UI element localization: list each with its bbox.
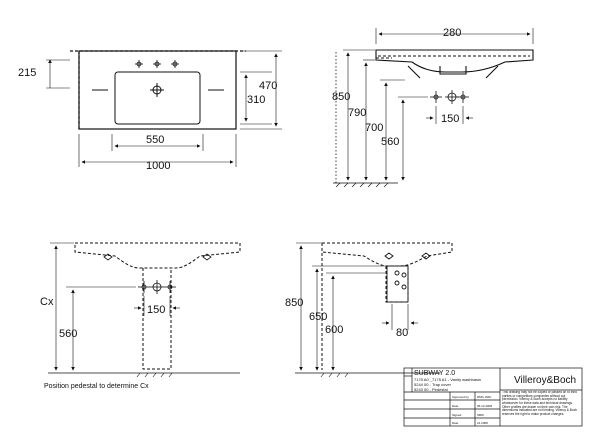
basin-outline-front: [74, 242, 241, 269]
drain-symbol: [150, 83, 164, 97]
row-value-date-2: 21.2008: [477, 421, 488, 425]
pedestal-outline-front: [142, 268, 172, 370]
tap-marks-front: [103, 253, 212, 261]
dim-sp-height-850: 850: [285, 297, 303, 309]
product-name: SUBWAY 2.0: [414, 370, 455, 377]
dim-waste-spacing: 150: [441, 113, 459, 125]
basin-outline-top: [70, 50, 246, 130]
row-value-approved: RMG WAF: [477, 395, 492, 399]
row-label-approved: Approved by: [452, 395, 469, 399]
row-value-date: 05.12.2008: [477, 404, 492, 408]
wall-line-side: [333, 50, 398, 184]
dimension-lines-top: [46, 50, 282, 167]
dimension-lines-front: [50, 242, 180, 371]
dim-sp-height-600: 600: [325, 324, 343, 336]
dim-width: 1000: [146, 160, 170, 172]
side-view: 280 850 790 700 560 150: [332, 27, 534, 188]
basin-profile-side: [375, 49, 534, 79]
title-block: SUBWAY 2.0 7175 A0 _7175 A1 - Vanity was…: [403, 367, 583, 427]
dim-depth: 470: [259, 80, 277, 92]
floor-hatch-front: [136, 372, 173, 378]
dim-height-700: 700: [365, 122, 383, 134]
dim-overhang: 280: [443, 27, 461, 39]
row-value-signed: SBW: [477, 413, 484, 417]
dimension-lines-side: [343, 28, 534, 181]
title-block-frame: [403, 367, 583, 427]
front-pedestal-view: Cx 560 150 Position pedestal to determin…: [40, 242, 241, 390]
dim-bowl-depth: 310: [247, 94, 265, 106]
disclaimer-text: This drawing may not be copied or passed…: [502, 391, 578, 417]
dim-height-790: 790: [348, 107, 366, 119]
brand-name: Villeroy&Boch: [514, 375, 576, 386]
pedestal-note: Position pedestal to determine Cx: [44, 383, 149, 390]
dim-trap-width: 80: [396, 327, 408, 339]
basin-outline-side-pedestal: [321, 242, 453, 370]
dim-sp-height-650: 650: [309, 311, 327, 323]
trap-outline-side: [384, 252, 431, 303]
bowl-recess: [92, 71, 224, 125]
dimension-lines-side-pedestal: [296, 242, 418, 371]
tap-holes: [135, 60, 179, 68]
product-line-2: 5244 00 - Trap cover: [414, 382, 452, 387]
floor-hatch-side-pedestal: [320, 372, 349, 378]
dim-tap-offset: 215: [18, 67, 36, 79]
dim-height-560: 560: [381, 136, 399, 148]
row-label-signed: Signed: [452, 413, 462, 417]
top-view: 215 470 310 550 1000: [18, 50, 282, 172]
dim-height-850: 850: [332, 91, 350, 103]
side-pedestal-view: 850 650 600 80: [285, 242, 453, 378]
dim-cx: Cx: [40, 296, 54, 308]
product-line-1: 7175 A0 _7175 A1 - Vanity washbasin: [414, 377, 481, 382]
waste-outlets-side: [430, 90, 469, 104]
floor-hatch-side: [335, 182, 389, 188]
row-label-date: Date: [452, 404, 459, 408]
row-label-date-2: Date: [452, 421, 459, 425]
dim-front-waste-spacing: 150: [147, 304, 165, 316]
dim-front-height-560: 560: [59, 328, 77, 340]
dim-bowl-width: 550: [146, 134, 164, 146]
waste-outlets-front: [138, 280, 176, 294]
disclaimer-box: This drawing may not be copied or passed…: [502, 391, 578, 417]
product-line-3: 5243 00 - Pedestal: [414, 387, 448, 392]
